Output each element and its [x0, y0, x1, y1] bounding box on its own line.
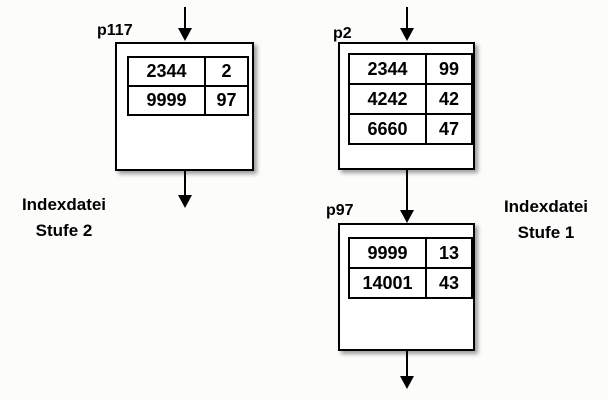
arrow-shaft	[184, 7, 186, 28]
node-label-p2: p2	[333, 25, 352, 42]
pointer-cell: 13	[425, 237, 473, 269]
key-cell: 9999	[348, 237, 427, 269]
table-row: 4242 42	[348, 83, 473, 115]
arrow-head-icon	[178, 28, 192, 41]
side-label-line2: Stufe 1	[517, 223, 575, 242]
table-row: 9999 13	[348, 237, 473, 269]
arrow-shaft	[406, 170, 408, 210]
node-box-p2: 2344 99 4242 42 6660 47	[338, 42, 475, 170]
pointer-cell: 2	[204, 56, 249, 87]
arrow-head-icon	[400, 376, 414, 389]
index-table-p117: 2344 2 9999 97	[127, 56, 249, 116]
index-table-p97: 9999 13 14001 43	[348, 237, 473, 299]
arrow-head-icon	[178, 195, 192, 208]
pointer-cell: 42	[425, 83, 473, 115]
table-row: 14001 43	[348, 267, 473, 299]
arrow-head-icon	[400, 210, 414, 223]
arrow-shaft	[406, 351, 408, 376]
arrow-down-icon	[400, 170, 414, 223]
node-box-p97: 9999 13 14001 43	[338, 223, 475, 351]
key-cell: 6660	[348, 113, 427, 145]
arrow-down-icon	[178, 7, 192, 41]
key-cell: 2344	[127, 56, 206, 87]
key-cell: 9999	[127, 85, 206, 116]
index-table-p2: 2344 99 4242 42 6660 47	[348, 53, 473, 145]
arrow-down-icon	[400, 7, 414, 41]
arrow-shaft	[184, 171, 186, 195]
key-cell: 14001	[348, 267, 427, 299]
arrow-head-icon	[400, 28, 414, 41]
node-box-p117: 2344 2 9999 97	[115, 42, 254, 171]
side-label-line1: Indexdatei	[503, 197, 589, 216]
table-row: 2344 99	[348, 53, 473, 85]
table-row: 9999 97	[127, 85, 249, 116]
key-cell: 2344	[348, 53, 427, 85]
side-label-line1: Indexdatei	[21, 195, 107, 214]
pointer-cell: 43	[425, 267, 473, 299]
side-label-line2: Stufe 2	[35, 221, 93, 240]
node-label-p117: p117	[97, 22, 133, 39]
node-label-p97: p97	[326, 202, 354, 219]
pointer-cell: 99	[425, 53, 473, 85]
arrow-shaft	[406, 7, 408, 28]
table-row: 2344 2	[127, 56, 249, 87]
key-cell: 4242	[348, 83, 427, 115]
pointer-cell: 97	[204, 85, 249, 116]
side-label-stufe-2: Indexdatei Stufe 2	[4, 192, 124, 244]
arrow-down-icon	[400, 351, 414, 389]
arrow-down-icon	[178, 171, 192, 208]
side-label-stufe-1: Indexdatei Stufe 1	[486, 194, 606, 246]
table-row: 6660 47	[348, 113, 473, 145]
pointer-cell: 47	[425, 113, 473, 145]
